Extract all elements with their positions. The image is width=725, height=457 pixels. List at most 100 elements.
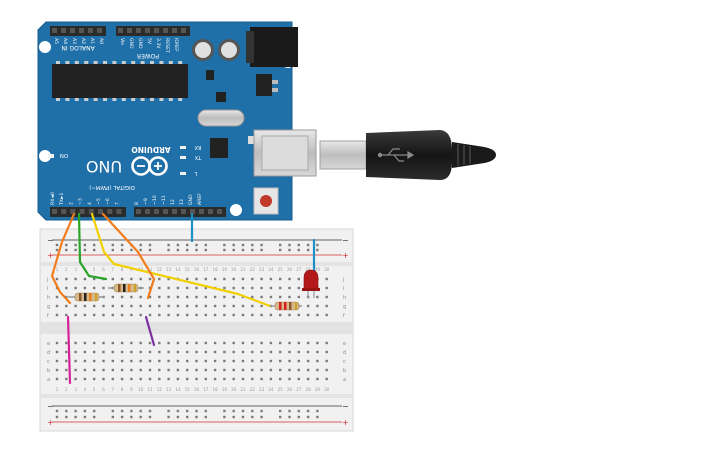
- header-hole: [181, 28, 186, 33]
- rail-hole: [139, 409, 142, 413]
- header-hole: [52, 28, 57, 33]
- breadboard-hole: [55, 377, 59, 381]
- header-hole: [145, 28, 150, 33]
- reset-button-cap[interactable]: [260, 195, 272, 207]
- breadboard-hole: [93, 359, 96, 363]
- breadboard-hole: [288, 277, 291, 281]
- breadboard-hole: [241, 313, 245, 317]
- breadboard-hole: [325, 286, 328, 290]
- breadboard-hole: [251, 359, 254, 363]
- rail-hole: [74, 409, 77, 413]
- column-number: 23: [259, 387, 265, 392]
- rail-hole: [316, 409, 319, 413]
- rail-hole: [120, 243, 124, 247]
- analog-pin-label: A2: [80, 38, 86, 44]
- column-number: 6: [102, 267, 105, 272]
- column-number: 9: [130, 387, 133, 392]
- breadboard-hole: [120, 313, 124, 317]
- breadboard-hole: [55, 313, 59, 317]
- rail-hole: [279, 415, 282, 419]
- breadboard-hole: [65, 304, 68, 308]
- breadboard-hole: [93, 350, 96, 354]
- analog-header: [50, 26, 106, 36]
- column-number: 5: [93, 267, 96, 272]
- breadboard-hole: [288, 313, 291, 317]
- breadboard-hole: [102, 350, 105, 354]
- column-number: 28: [306, 387, 312, 392]
- rail-hole: [297, 409, 300, 413]
- breadboard-hole: [195, 341, 198, 345]
- rail-minus-label: −: [342, 402, 349, 411]
- chip-pins: [56, 61, 183, 101]
- rail-hole: [176, 409, 180, 413]
- rail-hole: [260, 415, 263, 419]
- row-letter: j: [342, 277, 344, 283]
- breadboard-hole: [297, 313, 300, 317]
- breadboard-hole: [55, 368, 59, 372]
- breadboard-hole: [316, 359, 319, 363]
- column-number: 25: [278, 387, 284, 392]
- breadboard-hole: [195, 304, 198, 308]
- rail-hole: [55, 243, 59, 247]
- digital-header-high: [134, 207, 226, 217]
- rail-hole: [297, 248, 300, 252]
- column-number: 28: [306, 267, 312, 272]
- power-pin-label: RESET: [164, 38, 170, 53]
- breadboard-hole: [279, 359, 282, 363]
- column-number: 24: [268, 267, 274, 272]
- breadboard-hole: [55, 304, 59, 308]
- breadboard-hole: [139, 350, 142, 354]
- column-number: 14: [175, 267, 181, 272]
- breadboard-hole: [241, 304, 245, 308]
- l-label: L: [194, 170, 197, 176]
- rail-hole: [74, 248, 77, 252]
- breadboard-hole: [120, 304, 124, 308]
- rail-hole: [223, 248, 226, 252]
- rail-hole: [186, 415, 189, 419]
- breadboard-hole: [74, 313, 77, 317]
- header-hole: [172, 209, 177, 214]
- breadboard-hole: [186, 295, 189, 299]
- breadboard-hole: [130, 277, 133, 281]
- breadboard-hole: [148, 313, 152, 317]
- rail-hole: [195, 248, 198, 252]
- breadboard-hole: [204, 304, 207, 308]
- breadboard-hole: [120, 377, 124, 381]
- digital-pin-label: GND: [188, 194, 194, 205]
- rail-hole: [176, 243, 180, 247]
- breadboard-hole: [74, 350, 77, 354]
- row-letter: b: [343, 368, 346, 374]
- column-number: 13: [166, 267, 172, 272]
- breadboard-hole: [148, 341, 152, 345]
- breadboard-hole: [83, 341, 87, 345]
- digital-pin-label: 4: [87, 202, 93, 205]
- breadboard-hole: [130, 350, 133, 354]
- column-number: 11: [147, 267, 153, 272]
- power-header: [116, 26, 190, 36]
- breadboard-hole: [288, 286, 291, 290]
- breadboard-hole: [232, 368, 235, 372]
- breadboard-hole: [148, 377, 152, 381]
- breadboard-hole: [232, 313, 235, 317]
- breadboard-hole: [195, 295, 198, 299]
- rail-hole: [139, 243, 142, 247]
- breadboard-hole: [251, 304, 254, 308]
- breadboard-hole: [251, 313, 254, 317]
- column-number: 10: [138, 387, 144, 392]
- rail-hole: [316, 243, 319, 247]
- center-channel: [40, 322, 353, 334]
- rail-hole: [279, 409, 282, 413]
- rail-hole: [260, 248, 263, 252]
- usb-cable: [319, 130, 496, 180]
- breadboard-hole: [306, 377, 310, 381]
- row-letter: g: [47, 304, 50, 310]
- rail-hole: [148, 415, 152, 419]
- breadboard-hole: [279, 341, 282, 345]
- breadboard-hole: [260, 277, 263, 281]
- breadboard-hole: [111, 295, 114, 299]
- rail-hole: [130, 248, 133, 252]
- rail-hole: [120, 409, 124, 413]
- rail-hole: [195, 243, 198, 247]
- rail-hole: [65, 243, 68, 247]
